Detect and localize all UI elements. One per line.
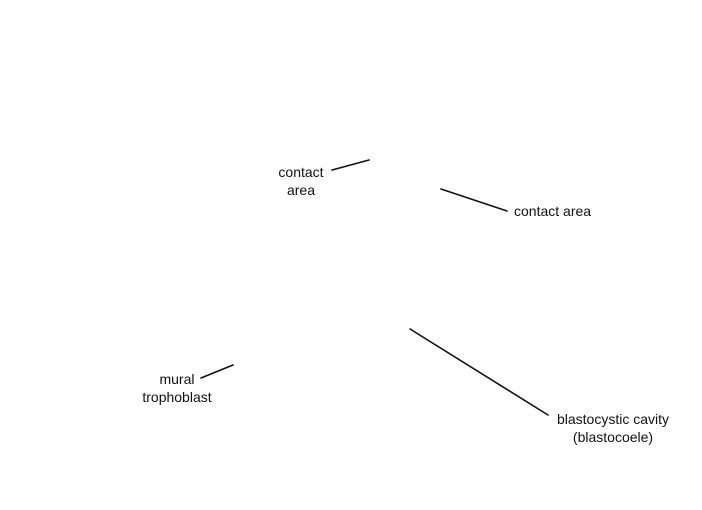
label-mural-trophoblast: mural trophoblast	[136, 370, 218, 406]
label-line: (blastocoele)	[572, 429, 654, 445]
label-line: mural	[159, 371, 195, 387]
label-line: blastocystic cavity	[556, 411, 670, 427]
leader-line-mural-trophoblast	[200, 364, 234, 379]
leader-line-contact-area-right	[440, 188, 508, 212]
label-line: contact area	[514, 203, 592, 219]
label-line: contact	[278, 164, 324, 180]
label-line: area	[286, 182, 316, 198]
label-contact-area-right: contact area	[514, 202, 591, 220]
leader-line-blastocystic-cavity	[409, 328, 549, 416]
leader-line-contact-area-left	[331, 159, 370, 171]
label-line: trophoblast	[142, 389, 212, 405]
label-contact-area-left: contact area	[270, 163, 332, 199]
label-blastocystic-cavity: blastocystic cavity (blastocoele)	[548, 410, 678, 446]
